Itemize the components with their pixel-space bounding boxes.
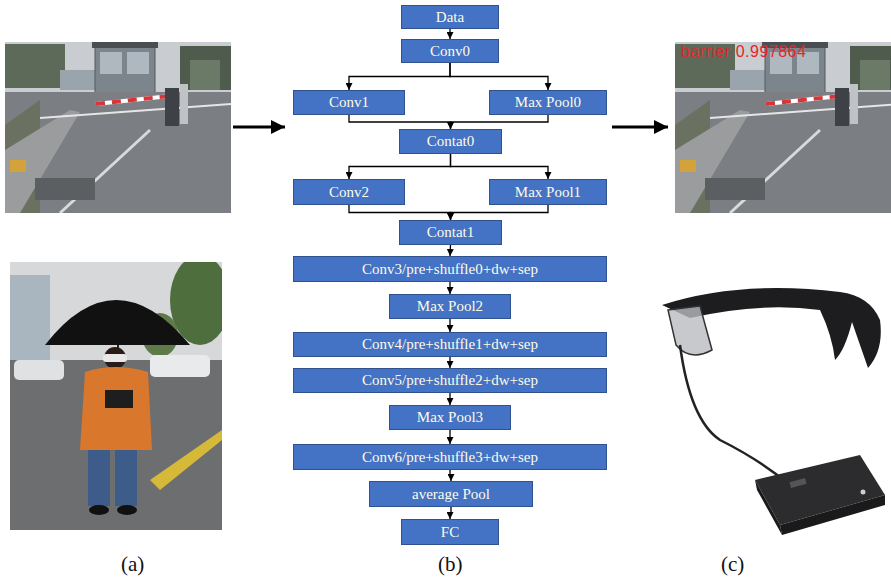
flow-connector [349, 205, 451, 220]
flow-connector [349, 115, 451, 129]
box-label: Data [436, 9, 464, 26]
box-label: Max Pool3 [417, 409, 483, 426]
process-box: Data [401, 5, 499, 29]
flow-connector [449, 430, 450, 444]
flow-connector [450, 470, 451, 481]
process-box: Conv1 [293, 90, 405, 115]
flow-connector [451, 154, 549, 179]
box-label: Conv4/pre+shuffle1+dw+sep [362, 336, 538, 353]
process-box: Max Pool0 [489, 90, 607, 115]
output-photo [675, 42, 891, 213]
box-label: Contat1 [427, 224, 475, 241]
glasses-device [662, 288, 885, 535]
process-box: Contat0 [399, 129, 502, 154]
flow-connector [449, 393, 450, 405]
flow-connector [451, 115, 549, 129]
process-box: average Pool [369, 481, 533, 507]
user-photo [10, 262, 222, 530]
process-box: Max Pool2 [389, 294, 511, 319]
flow-connector [449, 357, 450, 368]
process-box: Conv2 [293, 179, 405, 205]
panel-label: (b) [438, 552, 463, 577]
box-label: Conv2 [329, 184, 369, 201]
process-box: Max Pool1 [489, 179, 607, 205]
flow-connector [449, 29, 450, 39]
process-box: Conv3/pre+shuffle0+dw+sep [293, 256, 607, 282]
box-label: Max Pool0 [515, 94, 581, 111]
panel-label: (a) [121, 552, 144, 577]
process-box: Conv0 [401, 39, 499, 63]
flow-arrow [612, 126, 668, 129]
box-label: FC [441, 524, 459, 541]
box-label: Conv6/pre+shuffle3+dw+sep [362, 449, 538, 466]
box-label: Conv5/pre+shuffle2+dw+sep [362, 372, 538, 389]
box-label: Max Pool2 [417, 298, 483, 315]
flow-connector [450, 507, 451, 519]
box-label: average Pool [412, 486, 490, 503]
box-label: Conv0 [430, 43, 470, 60]
flow-connector [449, 245, 451, 256]
flow-connector [349, 154, 451, 179]
box-label: Conv3/pre+shuffle0+dw+sep [362, 261, 538, 278]
flow-connector [449, 282, 450, 294]
process-box: Conv4/pre+shuffle1+dw+sep [293, 332, 607, 357]
box-label: Max Pool1 [515, 184, 581, 201]
box-label: Conv1 [329, 94, 369, 111]
detection-label: barrier 0.997864 [681, 43, 806, 61]
box-label: Contat0 [427, 133, 475, 150]
process-box: Max Pool3 [389, 405, 511, 430]
flow-connector [451, 205, 549, 220]
panel-label: (c) [721, 552, 744, 577]
flow-arrow [233, 126, 285, 129]
process-box: Conv6/pre+shuffle3+dw+sep [293, 444, 607, 470]
flow-connector [449, 319, 450, 332]
process-box: FC [401, 519, 499, 545]
flow-connector [349, 63, 450, 90]
process-box: Conv5/pre+shuffle2+dw+sep [293, 368, 607, 393]
input-photo [5, 42, 231, 213]
process-box: Contat1 [399, 220, 502, 245]
flow-connector [450, 63, 548, 90]
